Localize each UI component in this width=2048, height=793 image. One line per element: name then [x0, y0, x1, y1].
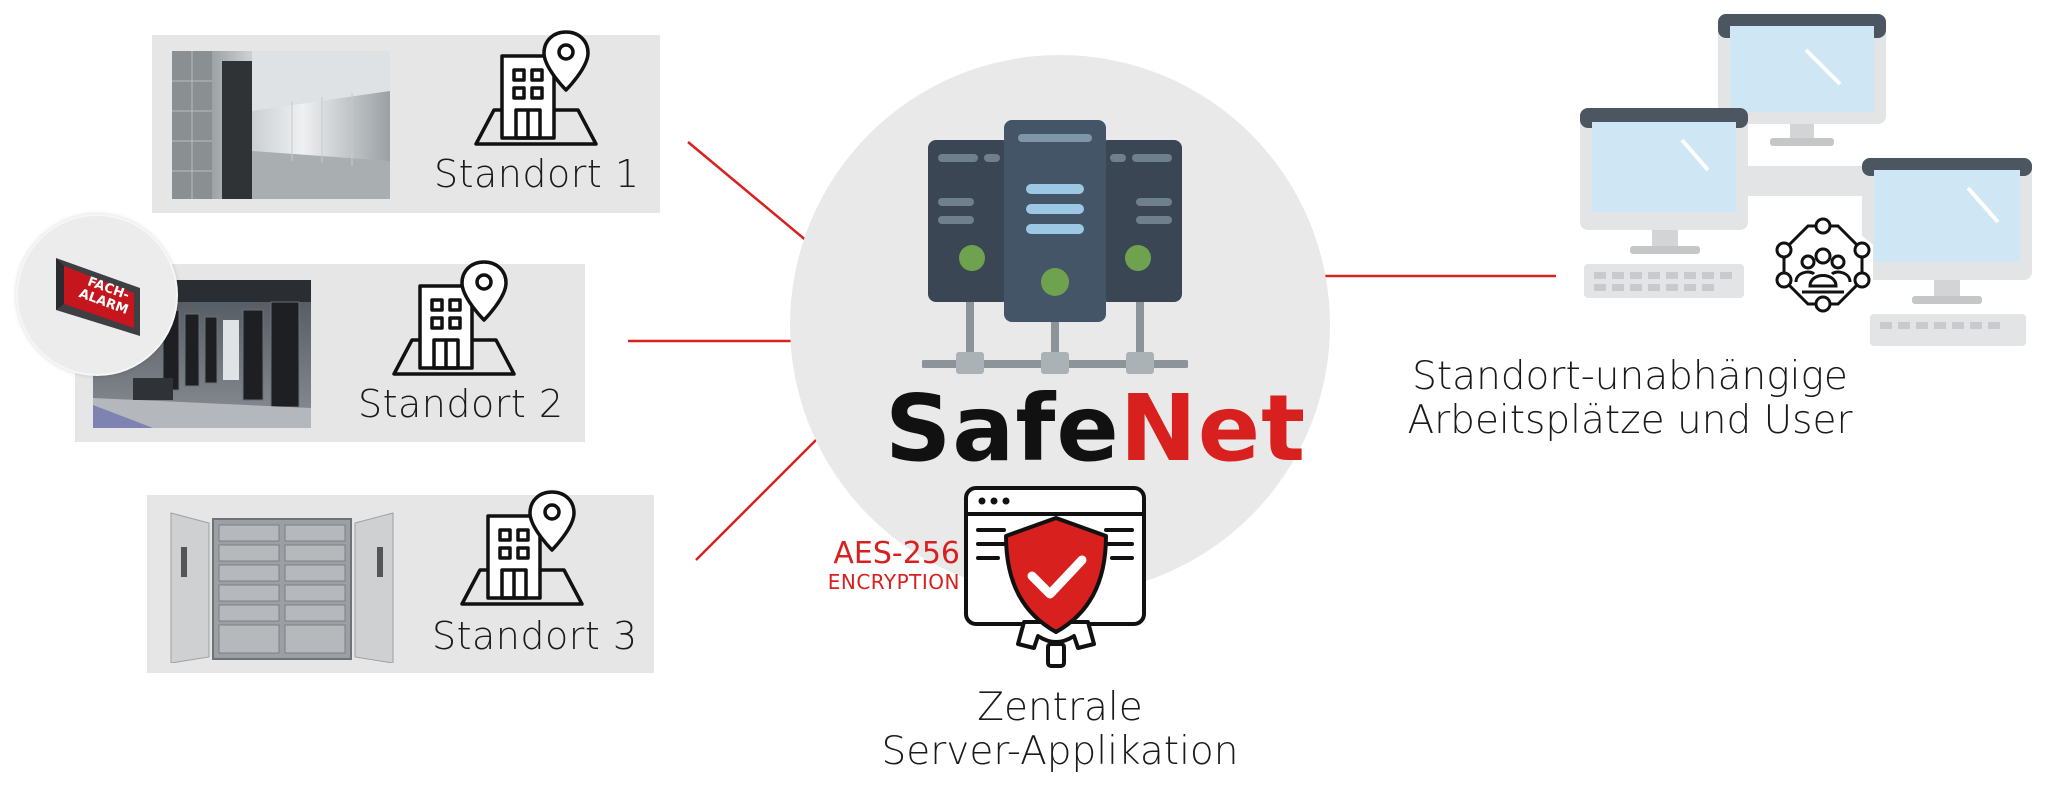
server-caption: Zentrale Server-Applikation: [860, 686, 1260, 774]
server-caption-line-2: Server-Applikation: [881, 729, 1239, 774]
building-location-icon: [460, 490, 584, 606]
desktop-computer-icon: [1718, 14, 1886, 196]
site-2-label: Standort 2: [358, 382, 564, 426]
site-3-photo: [167, 507, 397, 663]
desktop-computer-icon: [1580, 108, 1748, 298]
shield-check-icon: [1004, 516, 1108, 634]
network-icon: [922, 298, 1188, 374]
encryption-line-1: AES-256: [833, 536, 960, 571]
alarm-device-badge: FACH- ALARM: [16, 214, 178, 376]
site-1-label: Standort 1: [434, 152, 640, 196]
building-location-icon: [392, 260, 516, 376]
gear-icon: [1016, 620, 1096, 668]
site-3-label: Standort 3: [432, 614, 638, 658]
workstations-caption-line-2: Arbeitsplätze und User: [1407, 398, 1853, 443]
encryption-line-2: ENCRYPTION: [827, 570, 960, 594]
brand-part-net: Net: [1119, 375, 1307, 482]
server-application-icon: [964, 486, 1146, 668]
safenet-brand: SafeNet: [885, 375, 1306, 482]
user-group-network-icon: [1773, 217, 1873, 313]
workstations-caption: Standort-unabhängige Arbeitsplätze und U…: [1400, 355, 1860, 443]
workstations-caption-line-1: Standort-unabhängige: [1412, 354, 1848, 399]
brand-part-safe: Safe: [885, 375, 1120, 482]
workstations-cluster: [1580, 14, 2032, 346]
building-location-icon: [474, 30, 598, 146]
desktop-computer-icon: [1862, 158, 2032, 346]
encryption-label: AES-256 ENCRYPTION: [800, 536, 960, 595]
site-1-photo: [172, 51, 390, 199]
server-caption-line-1: Zentrale: [977, 685, 1143, 730]
server-rack-icon: [922, 120, 1188, 374]
alarm-device-icon: [56, 258, 140, 336]
